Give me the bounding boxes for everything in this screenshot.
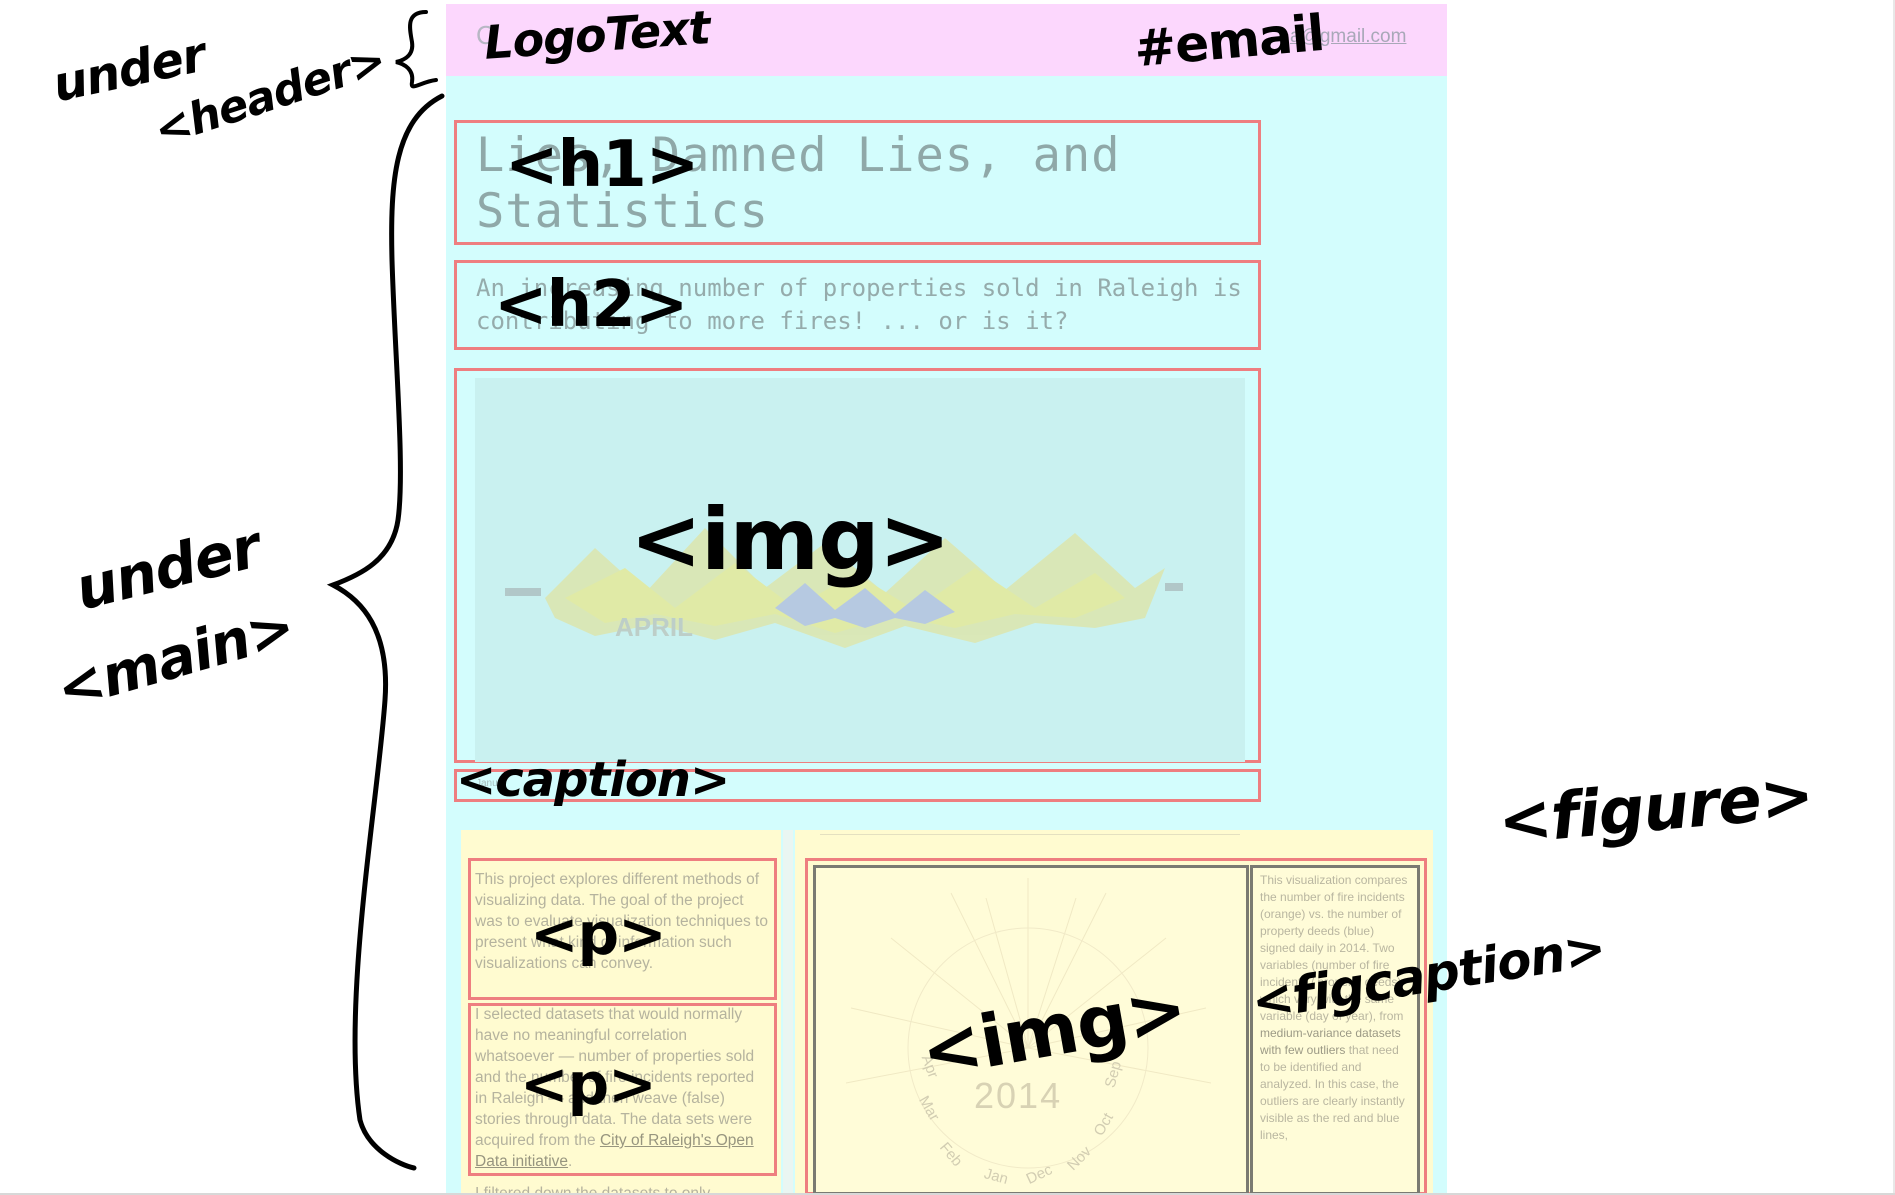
h1-box (454, 120, 1261, 245)
header-brace (395, 10, 438, 89)
main-image: APRIL (475, 378, 1245, 762)
figure-image-graphic (845, 878, 1212, 1169)
left-column (461, 830, 781, 1195)
svg-text:APRIL: APRIL (615, 612, 693, 642)
header-logo-ghost[interactable]: C (476, 20, 495, 50)
paragraph-3: I filtered down the datasets to only... (475, 1185, 722, 1195)
paragraph-1: This project explores different methods … (475, 871, 768, 972)
open-data-link[interactable]: City of Raleigh's Open Data initiative (475, 1132, 754, 1170)
annotation-h1: <h1> (505, 128, 699, 202)
right-margin-line (1893, 0, 1895, 1195)
figcaption-text: This visualization compares the number o… (1260, 872, 1412, 1144)
main-brace (326, 93, 445, 1171)
caption-text: Janu... (476, 778, 507, 789)
figure-year-label: 2014 (974, 1075, 1063, 1116)
header-bar (446, 4, 1447, 76)
paragraph-2: I selected datasets that would normally … (475, 1004, 770, 1172)
annotation-p-1: <p> (530, 900, 667, 968)
annotation-p-2: <p> (520, 1050, 657, 1118)
page-title: Lies, Damned Lies, and Statistics (476, 128, 1150, 239)
page-subtitle: An increasing number of properties sold … (476, 274, 1242, 335)
column-separator (783, 830, 793, 1195)
annotation-h2: <h2> (494, 268, 688, 342)
paragraph-2-text-a: I selected datasets that would normally … (475, 1006, 755, 1149)
figcaption-box: This visualization compares the number o… (1250, 865, 1420, 1195)
caption-box (454, 769, 1261, 802)
h2-box (454, 260, 1261, 350)
annotation-img-main: <img> (630, 490, 951, 590)
main-image-graphic: APRIL (505, 528, 1183, 648)
paragraph-2-box (468, 1003, 777, 1176)
figure-image-box: 2014 Apr Mar Feb Jan Dec Nov Oct Sep (813, 865, 1249, 1195)
annotation-figure: <figure> (1495, 758, 1816, 860)
annotation-caption: <caption> (456, 752, 730, 808)
figcaption-text-d: that need to be identified and analyzed.… (1260, 1043, 1405, 1142)
figure-top-rule (820, 834, 1240, 835)
bottom-rule (0, 1193, 1895, 1195)
figcaption-text-c: medium-variance datasets with few outlie… (1260, 1026, 1401, 1057)
paragraph-2-text-b: . (568, 1153, 573, 1170)
figcaption-text-a: This visualization compares the number o… (1260, 873, 1408, 955)
header-email-link[interactable]: a@gmail.com (1290, 26, 1407, 47)
figcaption-text-b: Two variables (number of fire incidents … (1260, 941, 1404, 1023)
paragraph-1-box (468, 858, 777, 1000)
